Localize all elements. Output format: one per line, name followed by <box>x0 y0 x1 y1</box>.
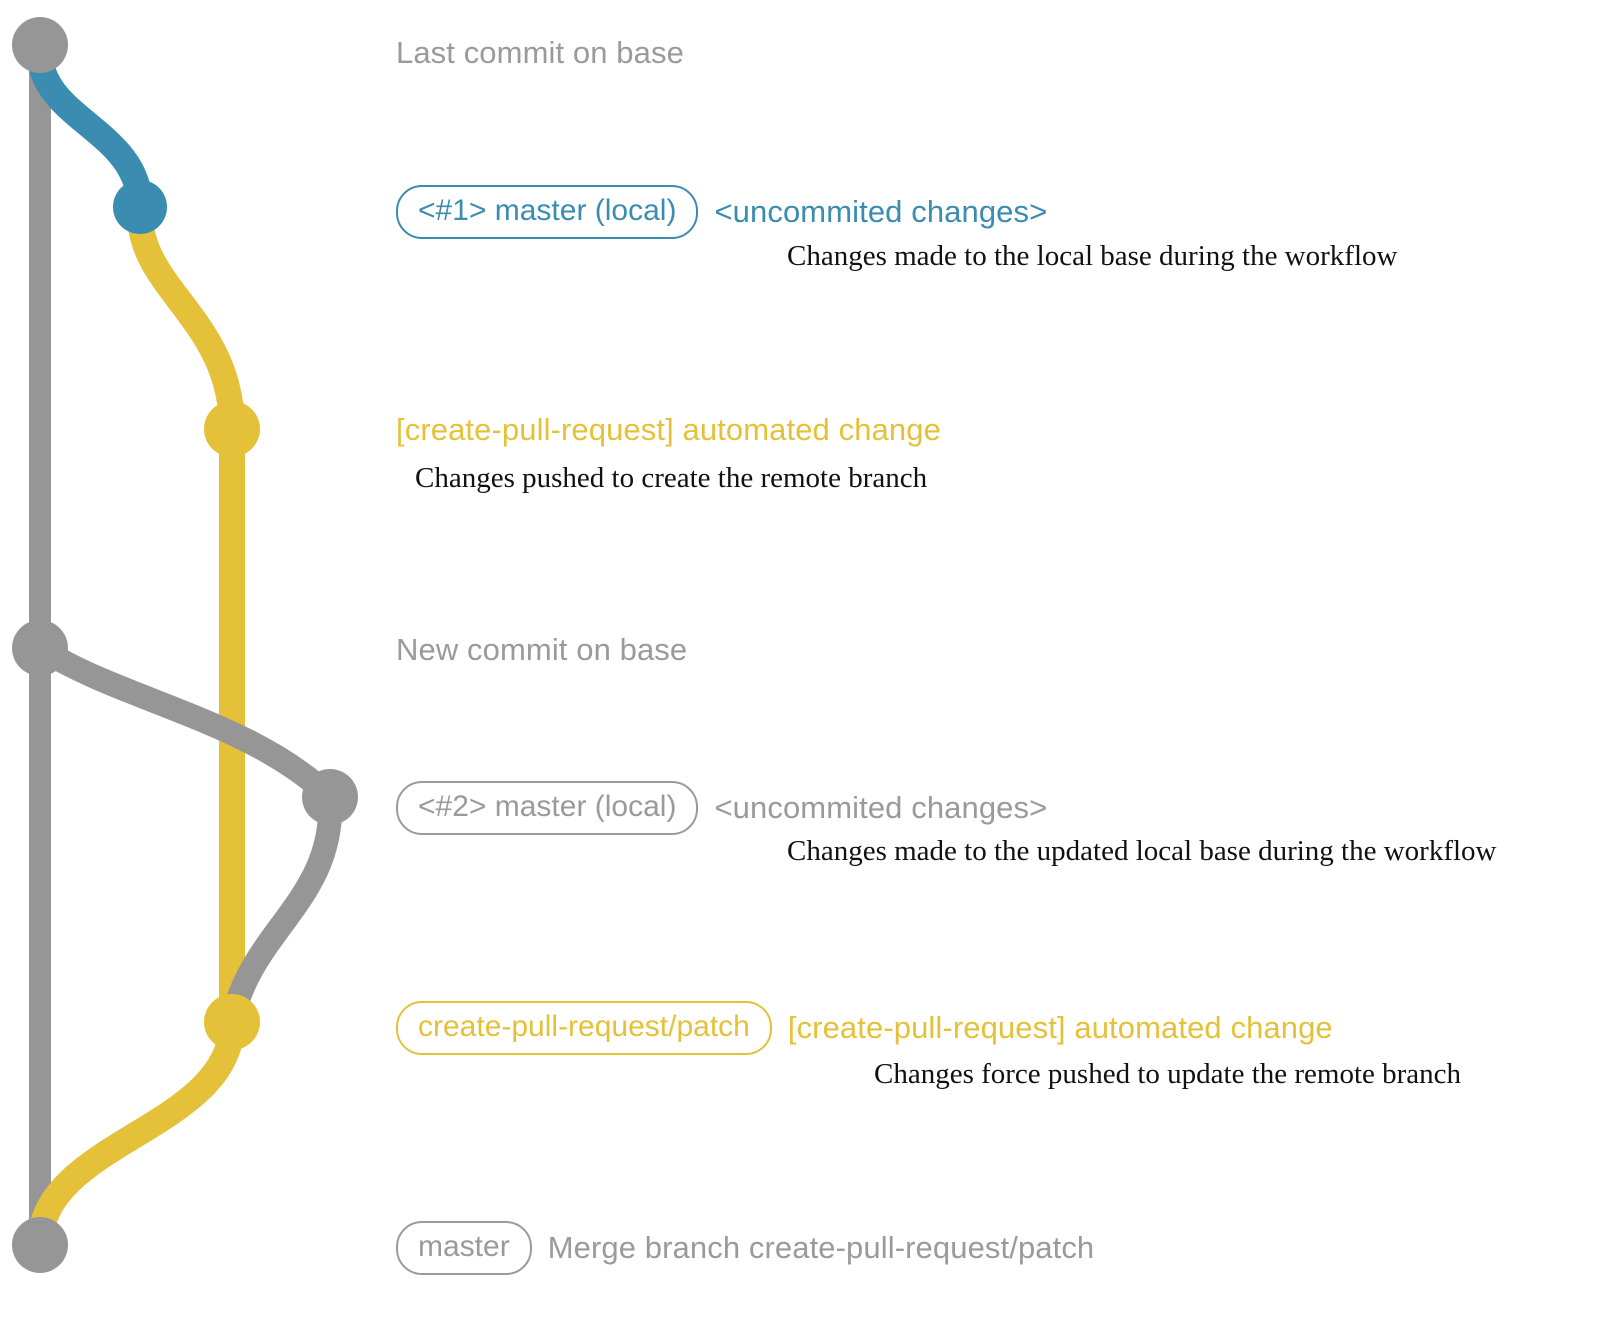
commit-subject-patch-1: [create-pull-request] automated change <box>396 412 941 447</box>
commit-row-new-commit: New commit on base <box>396 632 687 668</box>
commit-row-master: master Merge branch create-pull-request/… <box>396 1221 1094 1275</box>
ref-badge-master[interactable]: master <box>396 1221 532 1275</box>
commit-subject-last-commit: Last commit on base <box>396 35 684 70</box>
commit-subject-new-commit: New commit on base <box>396 632 688 667</box>
commit-node-base-new[interactable] <box>12 620 68 676</box>
commit-note-patch-1: Changes pushed to create the remote bran… <box>415 462 928 494</box>
git-graph <box>12 17 358 1273</box>
ref-badge-local-1[interactable]: <#1> master (local) <box>396 185 699 239</box>
commit-note-patch-2: Changes force pushed to update the remot… <box>874 1058 1462 1090</box>
commit-note-local-1: Changes made to the local base during th… <box>787 240 1398 272</box>
commit-row-patch-1: [create-pull-request] automated change <box>396 412 941 448</box>
commit-node-patch-2[interactable] <box>204 994 260 1050</box>
commit-row-patch-2: create-pull-request/patch [create-pull-r… <box>396 1001 1333 1055</box>
commit-node-patch-1[interactable] <box>204 401 260 457</box>
ref-badge-patch-2[interactable]: create-pull-request/patch <box>396 1001 772 1055</box>
commit-note-local-2: Changes made to the updated local base d… <box>787 835 1497 867</box>
commit-subject-local-1: <uncommited changes> <box>714 194 1048 229</box>
patch-branch-line-1 <box>127 201 245 1035</box>
commit-node-local-2[interactable] <box>302 769 358 825</box>
commit-subject-local-2: <uncommited changes> <box>714 790 1048 825</box>
commit-subject-master: Merge branch create-pull-request/patch <box>547 1230 1095 1265</box>
commit-node-local-1[interactable] <box>113 180 167 234</box>
commit-node-base-last[interactable] <box>12 17 68 73</box>
commit-row-local-1: <#1> master (local) <uncommited changes> <box>396 185 1047 239</box>
commit-subject-patch-2: [create-pull-request] automated change <box>787 1010 1333 1045</box>
commit-row-last-commit: Last commit on base <box>396 35 684 71</box>
detached-branch-line <box>28 636 342 809</box>
ref-badge-local-2[interactable]: <#2> master (local) <box>396 781 699 835</box>
commit-row-local-2: <#2> master (local) <uncommited changes> <box>396 781 1047 835</box>
patch-merge-line <box>27 1009 245 1258</box>
detached-to-patch-line <box>220 785 343 1034</box>
local-branch-line-1 <box>27 39 153 220</box>
commit-node-master[interactable] <box>12 1217 68 1273</box>
